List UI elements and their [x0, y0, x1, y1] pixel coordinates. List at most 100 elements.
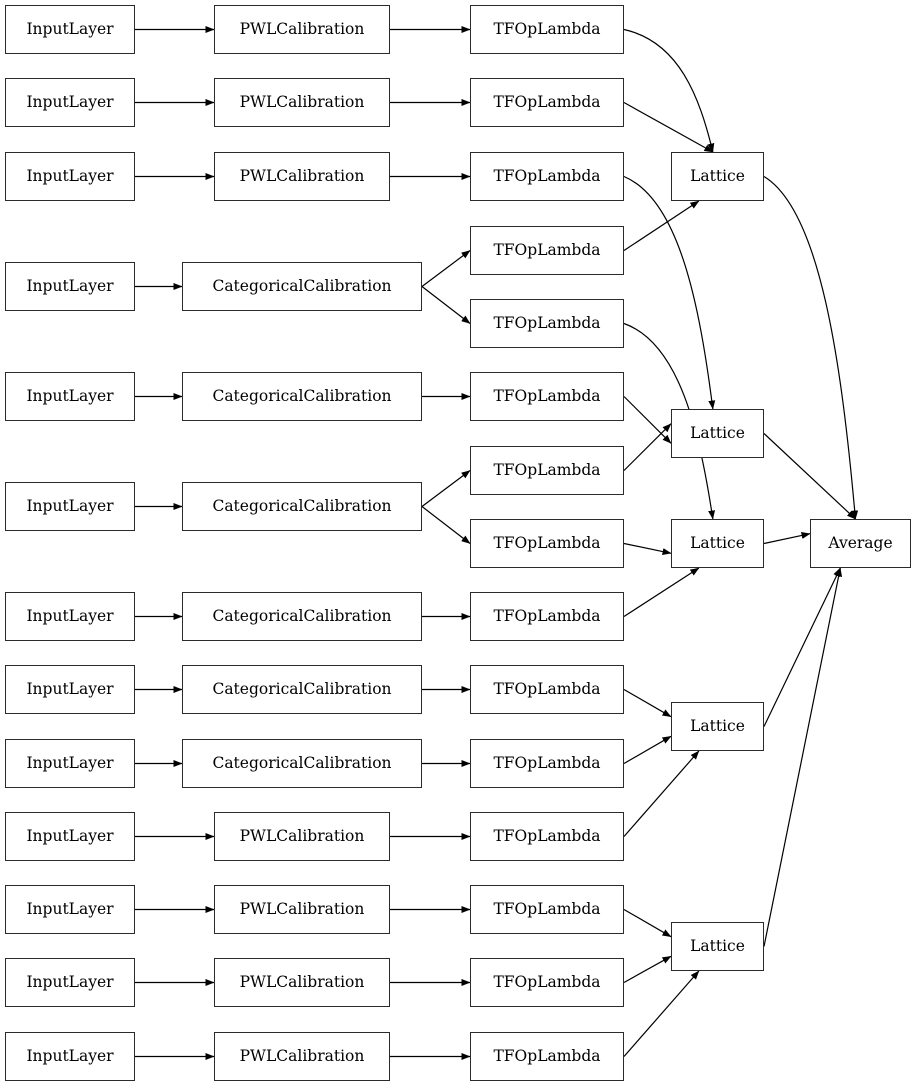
node-lam7[interactable]: TFOpLambda — [470, 446, 624, 495]
edge-lam12-to-lat4 — [623, 750, 700, 837]
edge-lat4-to-avg — [763, 567, 841, 727]
node-lam4[interactable]: TFOpLambda — [470, 226, 624, 275]
node-in11[interactable]: InputLayer — [5, 885, 135, 934]
node-in12[interactable]: InputLayer — [5, 958, 135, 1007]
node-in3[interactable]: InputLayer — [5, 152, 135, 201]
node-label: PWLCalibration — [239, 92, 365, 111]
node-label: InputLayer — [26, 899, 114, 918]
node-label: TFOpLambda — [493, 972, 601, 991]
node-in13[interactable]: InputLayer — [5, 1032, 135, 1081]
node-label: CategoricalCalibration — [212, 679, 392, 698]
node-label: InputLayer — [26, 92, 114, 111]
node-cal7[interactable]: CategoricalCalibration — [182, 592, 422, 641]
node-label: PWLCalibration — [239, 19, 365, 38]
node-label: InputLayer — [26, 679, 114, 698]
edge-lam2-to-lat1 — [623, 101, 714, 153]
node-label: TFOpLambda — [493, 753, 601, 772]
node-cal8[interactable]: CategoricalCalibration — [182, 665, 422, 714]
node-lat4[interactable]: Lattice — [671, 702, 764, 751]
node-label: TFOpLambda — [493, 19, 601, 38]
node-lam11[interactable]: TFOpLambda — [470, 739, 624, 788]
node-cal6[interactable]: CategoricalCalibration — [182, 482, 422, 531]
node-cal12[interactable]: PWLCalibration — [214, 958, 390, 1007]
node-in1[interactable]: InputLayer — [5, 5, 135, 54]
node-in4[interactable]: InputLayer — [5, 262, 135, 311]
node-lam1[interactable]: TFOpLambda — [470, 5, 624, 54]
node-label: Lattice — [690, 936, 745, 955]
edge-lat2-to-avg — [763, 433, 856, 520]
node-lat2[interactable]: Lattice — [671, 409, 764, 458]
edge-lam11-to-lat4 — [623, 735, 672, 765]
node-in7[interactable]: InputLayer — [5, 592, 135, 641]
node-cal9[interactable]: CategoricalCalibration — [182, 739, 422, 788]
node-lam6[interactable]: TFOpLambda — [470, 372, 624, 421]
node-lam14[interactable]: TFOpLambda — [470, 958, 624, 1007]
node-cal1[interactable]: PWLCalibration — [214, 5, 390, 54]
node-label: TFOpLambda — [493, 460, 601, 479]
node-label: Average — [828, 533, 893, 552]
node-in8[interactable]: InputLayer — [5, 665, 135, 714]
node-label: PWLCalibration — [239, 1046, 365, 1065]
node-in6[interactable]: InputLayer — [5, 482, 135, 531]
edge-lam14-to-lat5 — [623, 955, 672, 984]
node-label: Lattice — [690, 533, 745, 552]
node-label: Lattice — [690, 423, 745, 442]
node-label: TFOpLambda — [493, 240, 601, 259]
node-lat1[interactable]: Lattice — [671, 152, 764, 201]
node-label: CategoricalCalibration — [212, 753, 392, 772]
node-in5[interactable]: InputLayer — [5, 372, 135, 421]
node-in2[interactable]: InputLayer — [5, 78, 135, 127]
node-label: TFOpLambda — [493, 1046, 601, 1065]
node-lam9[interactable]: TFOpLambda — [470, 592, 624, 641]
edge-lam9-to-lat3 — [623, 567, 700, 618]
node-lam3[interactable]: TFOpLambda — [470, 152, 624, 201]
node-lam13[interactable]: TFOpLambda — [470, 885, 624, 934]
node-lam12[interactable]: TFOpLambda — [470, 812, 624, 861]
node-label: PWLCalibration — [239, 166, 365, 185]
edge-cal6-to-lam7 — [421, 470, 471, 507]
node-label: CategoricalCalibration — [212, 386, 392, 405]
node-cal13[interactable]: PWLCalibration — [214, 1032, 390, 1081]
node-label: Lattice — [690, 716, 745, 735]
node-label: TFOpLambda — [493, 386, 601, 405]
edge-lam8-to-lat3 — [623, 542, 672, 555]
node-lat5[interactable]: Lattice — [671, 922, 764, 971]
node-lam8[interactable]: TFOpLambda — [470, 519, 624, 568]
node-lam10[interactable]: TFOpLambda — [470, 665, 624, 714]
node-in10[interactable]: InputLayer — [5, 812, 135, 861]
node-lam2[interactable]: TFOpLambda — [470, 78, 624, 127]
edge-lam6-to-lat2 — [623, 396, 672, 444]
node-label: InputLayer — [26, 166, 114, 185]
node-label: TFOpLambda — [493, 92, 601, 111]
node-label: PWLCalibration — [239, 899, 365, 918]
node-cal10[interactable]: PWLCalibration — [214, 812, 390, 861]
node-label: TFOpLambda — [493, 899, 601, 918]
node-in9[interactable]: InputLayer — [5, 739, 135, 788]
node-label: PWLCalibration — [239, 826, 365, 845]
edge-cal4-to-lam5 — [421, 286, 471, 324]
node-label: TFOpLambda — [493, 679, 601, 698]
node-cal4[interactable]: CategoricalCalibration — [182, 262, 422, 311]
node-cal3[interactable]: PWLCalibration — [214, 152, 390, 201]
edge-lat3-to-avg — [763, 532, 811, 545]
node-label: InputLayer — [26, 826, 114, 845]
node-cal2[interactable]: PWLCalibration — [214, 78, 390, 127]
node-label: InputLayer — [26, 19, 114, 38]
node-label: InputLayer — [26, 753, 114, 772]
node-label: Lattice — [690, 166, 745, 185]
edge-lam7-to-lat2 — [623, 423, 672, 471]
node-cal5[interactable]: CategoricalCalibration — [182, 372, 422, 421]
node-lam5[interactable]: TFOpLambda — [470, 299, 624, 348]
node-label: InputLayer — [26, 1046, 114, 1065]
node-lat3[interactable]: Lattice — [671, 519, 764, 568]
node-label: CategoricalCalibration — [212, 276, 392, 295]
node-avg[interactable]: Average — [810, 519, 911, 568]
node-cal11[interactable]: PWLCalibration — [214, 885, 390, 934]
node-label: TFOpLambda — [493, 166, 601, 185]
edge-lam1-to-lat1 — [623, 28, 715, 153]
edge-lat5-to-avg — [763, 567, 843, 947]
node-label: CategoricalCalibration — [212, 496, 392, 515]
node-label: TFOpLambda — [493, 533, 601, 552]
node-label: TFOpLambda — [493, 313, 601, 332]
node-lam15[interactable]: TFOpLambda — [470, 1032, 624, 1081]
